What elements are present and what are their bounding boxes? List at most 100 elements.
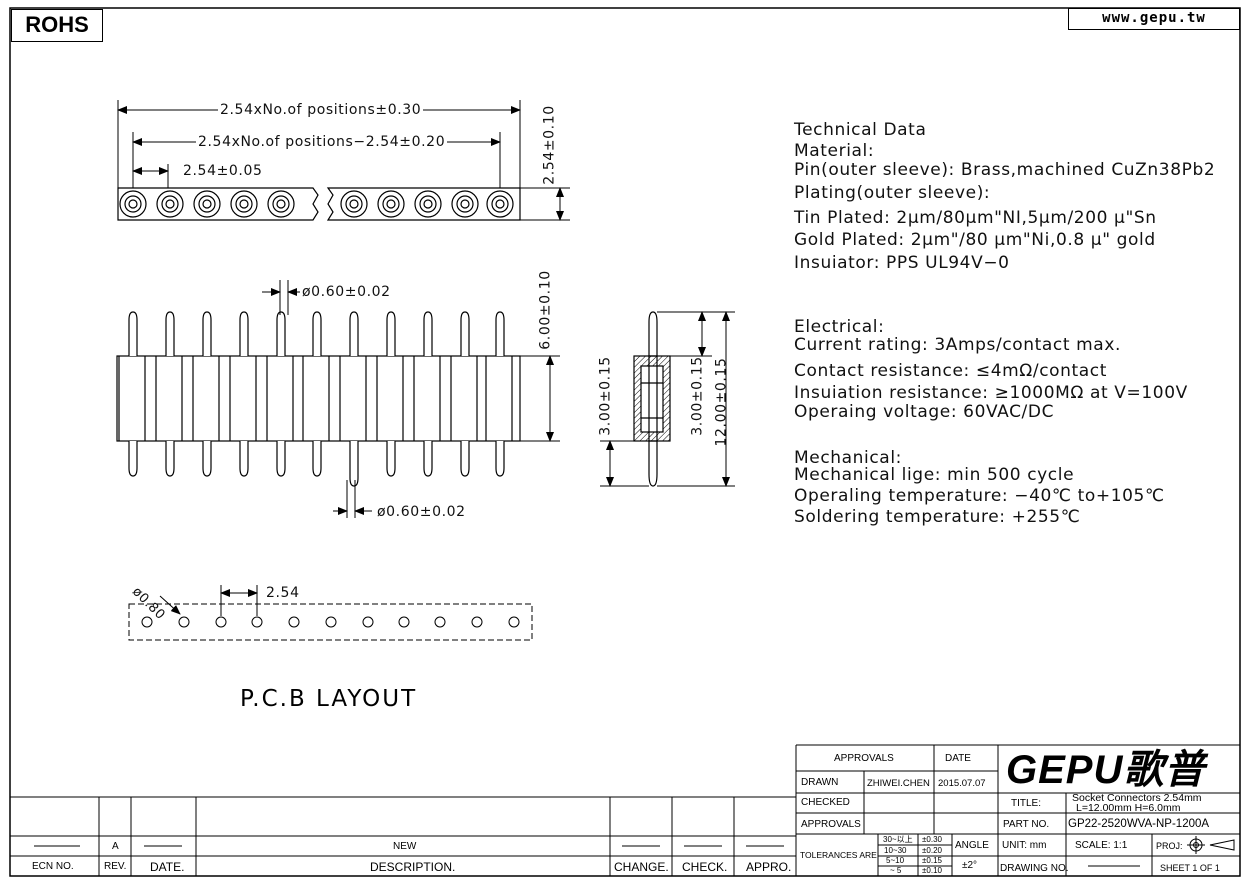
plating-label: Plating(outer sleeve): — [794, 183, 991, 203]
socket-hole-inner — [460, 199, 470, 209]
description-header: DESCRIPTION. — [370, 860, 456, 874]
tol-value-1: ±0.20 — [922, 846, 942, 855]
pin-bottom — [202, 441, 212, 477]
socket-hole-inner — [495, 199, 505, 209]
socket-hole-mid — [345, 195, 363, 213]
date-col-header: DATE. — [150, 860, 185, 874]
pcb-hole — [288, 616, 300, 628]
pin-top — [165, 311, 175, 356]
socket-hole-inner — [239, 199, 249, 209]
tolerances-label: TOLERANCES ARE — [800, 850, 877, 860]
socket-hole-outer — [119, 190, 147, 218]
socket-hole-mid — [456, 195, 474, 213]
pcb-hole — [325, 616, 337, 628]
pin-bottom — [239, 441, 249, 477]
pcb-hole — [508, 616, 520, 628]
front-view — [116, 311, 521, 487]
front-dimension-lines — [262, 280, 560, 518]
operating-temperature: Operaling temperature: −40℃ to+105℃ — [794, 486, 1165, 506]
pin-bottom — [349, 441, 359, 487]
pin-top — [349, 311, 359, 356]
ecn-header: ECN NO. — [32, 861, 74, 872]
appro-header: APPRO. — [746, 860, 792, 874]
pin-bottom — [165, 441, 175, 477]
side-dimension-lines — [600, 311, 735, 487]
tol-range-2: 5~10 — [886, 856, 905, 865]
socket-hole-outer — [377, 190, 405, 218]
dim-pitch: 2.54±0.05 — [183, 163, 263, 179]
dim-pin-dia-bottom: ø0.60±0.02 — [377, 504, 466, 520]
mechanical-heading: Mechanical: — [794, 448, 902, 468]
pin-bottom — [460, 441, 470, 477]
rev-row-rev: A — [112, 841, 119, 852]
change-header: CHANGE. — [614, 860, 669, 874]
socket-hole-mid — [382, 195, 400, 213]
pin-top — [423, 311, 433, 356]
socket-hole-inner — [386, 199, 396, 209]
top-view — [117, 187, 521, 221]
technical-heading: Technical Data — [794, 120, 927, 140]
socket-hole-mid — [198, 195, 216, 213]
pin-bottom — [312, 441, 322, 477]
insulator-material: Insuiator: PPS UL94V−0 — [794, 253, 1010, 273]
date-header: DATE — [945, 753, 971, 764]
title-block-grid — [10, 744, 1240, 876]
pcb-hole — [178, 616, 190, 628]
operating-voltage: Operaing voltage: 60VAC/DC — [794, 402, 1055, 422]
drawn-by: ZHIWEI.CHEN — [867, 778, 930, 789]
pin-bottom — [495, 441, 505, 477]
drawing-frame — [9, 7, 1241, 877]
pin-top — [239, 311, 249, 356]
tol-range-0: 30~以上 — [883, 835, 913, 844]
angle-label: ANGLE — [955, 840, 989, 851]
socket-hole-mid — [235, 195, 253, 213]
pcb-hole — [398, 616, 410, 628]
approvals-label: APPROVALS — [801, 819, 861, 830]
title-label: TITLE: — [1011, 798, 1042, 809]
dim-side-total: 12.00±0.15 — [713, 357, 730, 447]
drawn-date: 2015.07.07 — [938, 778, 986, 789]
part-no-value: GP22-2520WVA-NP-1200A — [1068, 818, 1210, 830]
socket-hole-mid — [161, 195, 179, 213]
angle-value: ±2° — [962, 860, 978, 871]
socket-hole-mid — [272, 195, 290, 213]
tol-value-0: ±0.30 — [922, 835, 942, 844]
tol-value-2: ±0.15 — [922, 856, 942, 865]
socket-hole-outer — [340, 190, 368, 218]
scale-label: SCALE: 1:1 — [1075, 840, 1128, 851]
dim-inner-length: 2.54xNo.of positions−2.54±0.20 — [196, 132, 448, 152]
socket-hole-inner — [423, 199, 433, 209]
dim-total-length: 2.54xNo.of positions±0.30 — [218, 100, 424, 120]
dim-insulator-height: 6.00±0.10 — [537, 270, 554, 350]
pcb-hole — [471, 616, 483, 628]
pin-top — [386, 311, 396, 356]
rev-header: REV. — [104, 861, 127, 872]
check-header: CHECK. — [682, 860, 728, 874]
pcb-layout-label: P.C.B LAYOUT — [240, 686, 418, 712]
socket-hole-mid — [124, 195, 142, 213]
electrical-heading: Electrical: — [794, 317, 885, 337]
tin-plating: Tin Plated: 2μm/80μm"NI,5μm/200 μ"Sn — [794, 208, 1157, 228]
dim-side-mid: 3.00±0.15 — [689, 356, 706, 436]
socket-hole-outer — [486, 190, 514, 218]
website-url: www.gepu.tw — [1068, 8, 1240, 30]
tol-range-3: ~ 5 — [890, 866, 902, 875]
sheet-label: SHEET 1 OF 1 — [1160, 863, 1220, 873]
side-view — [633, 311, 671, 487]
dim-pin-dia-top: ø0.60±0.02 — [302, 284, 391, 300]
drawn-label: DRAWN — [801, 777, 839, 788]
socket-hole-inner — [165, 199, 175, 209]
pin-top — [128, 311, 138, 356]
socket-hole-inner — [128, 199, 138, 209]
title-line-1: Socket Connectors 2.54mm — [1072, 792, 1202, 804]
soldering-temperature: Soldering temperature: +255℃ — [794, 507, 1081, 527]
unit-label: UNIT: mm — [1002, 840, 1047, 851]
pin-top — [202, 311, 212, 356]
gold-plating: Gold Plated: 2μm"/80 μm"Ni,0.8 μ" gold — [794, 230, 1156, 250]
pcb-hole — [362, 616, 374, 628]
title-line-2: L=12.00mm H=6.0mm — [1076, 802, 1181, 814]
socket-hole-mid — [491, 195, 509, 213]
socket-hole-inner — [276, 199, 286, 209]
pin-top — [495, 311, 505, 356]
